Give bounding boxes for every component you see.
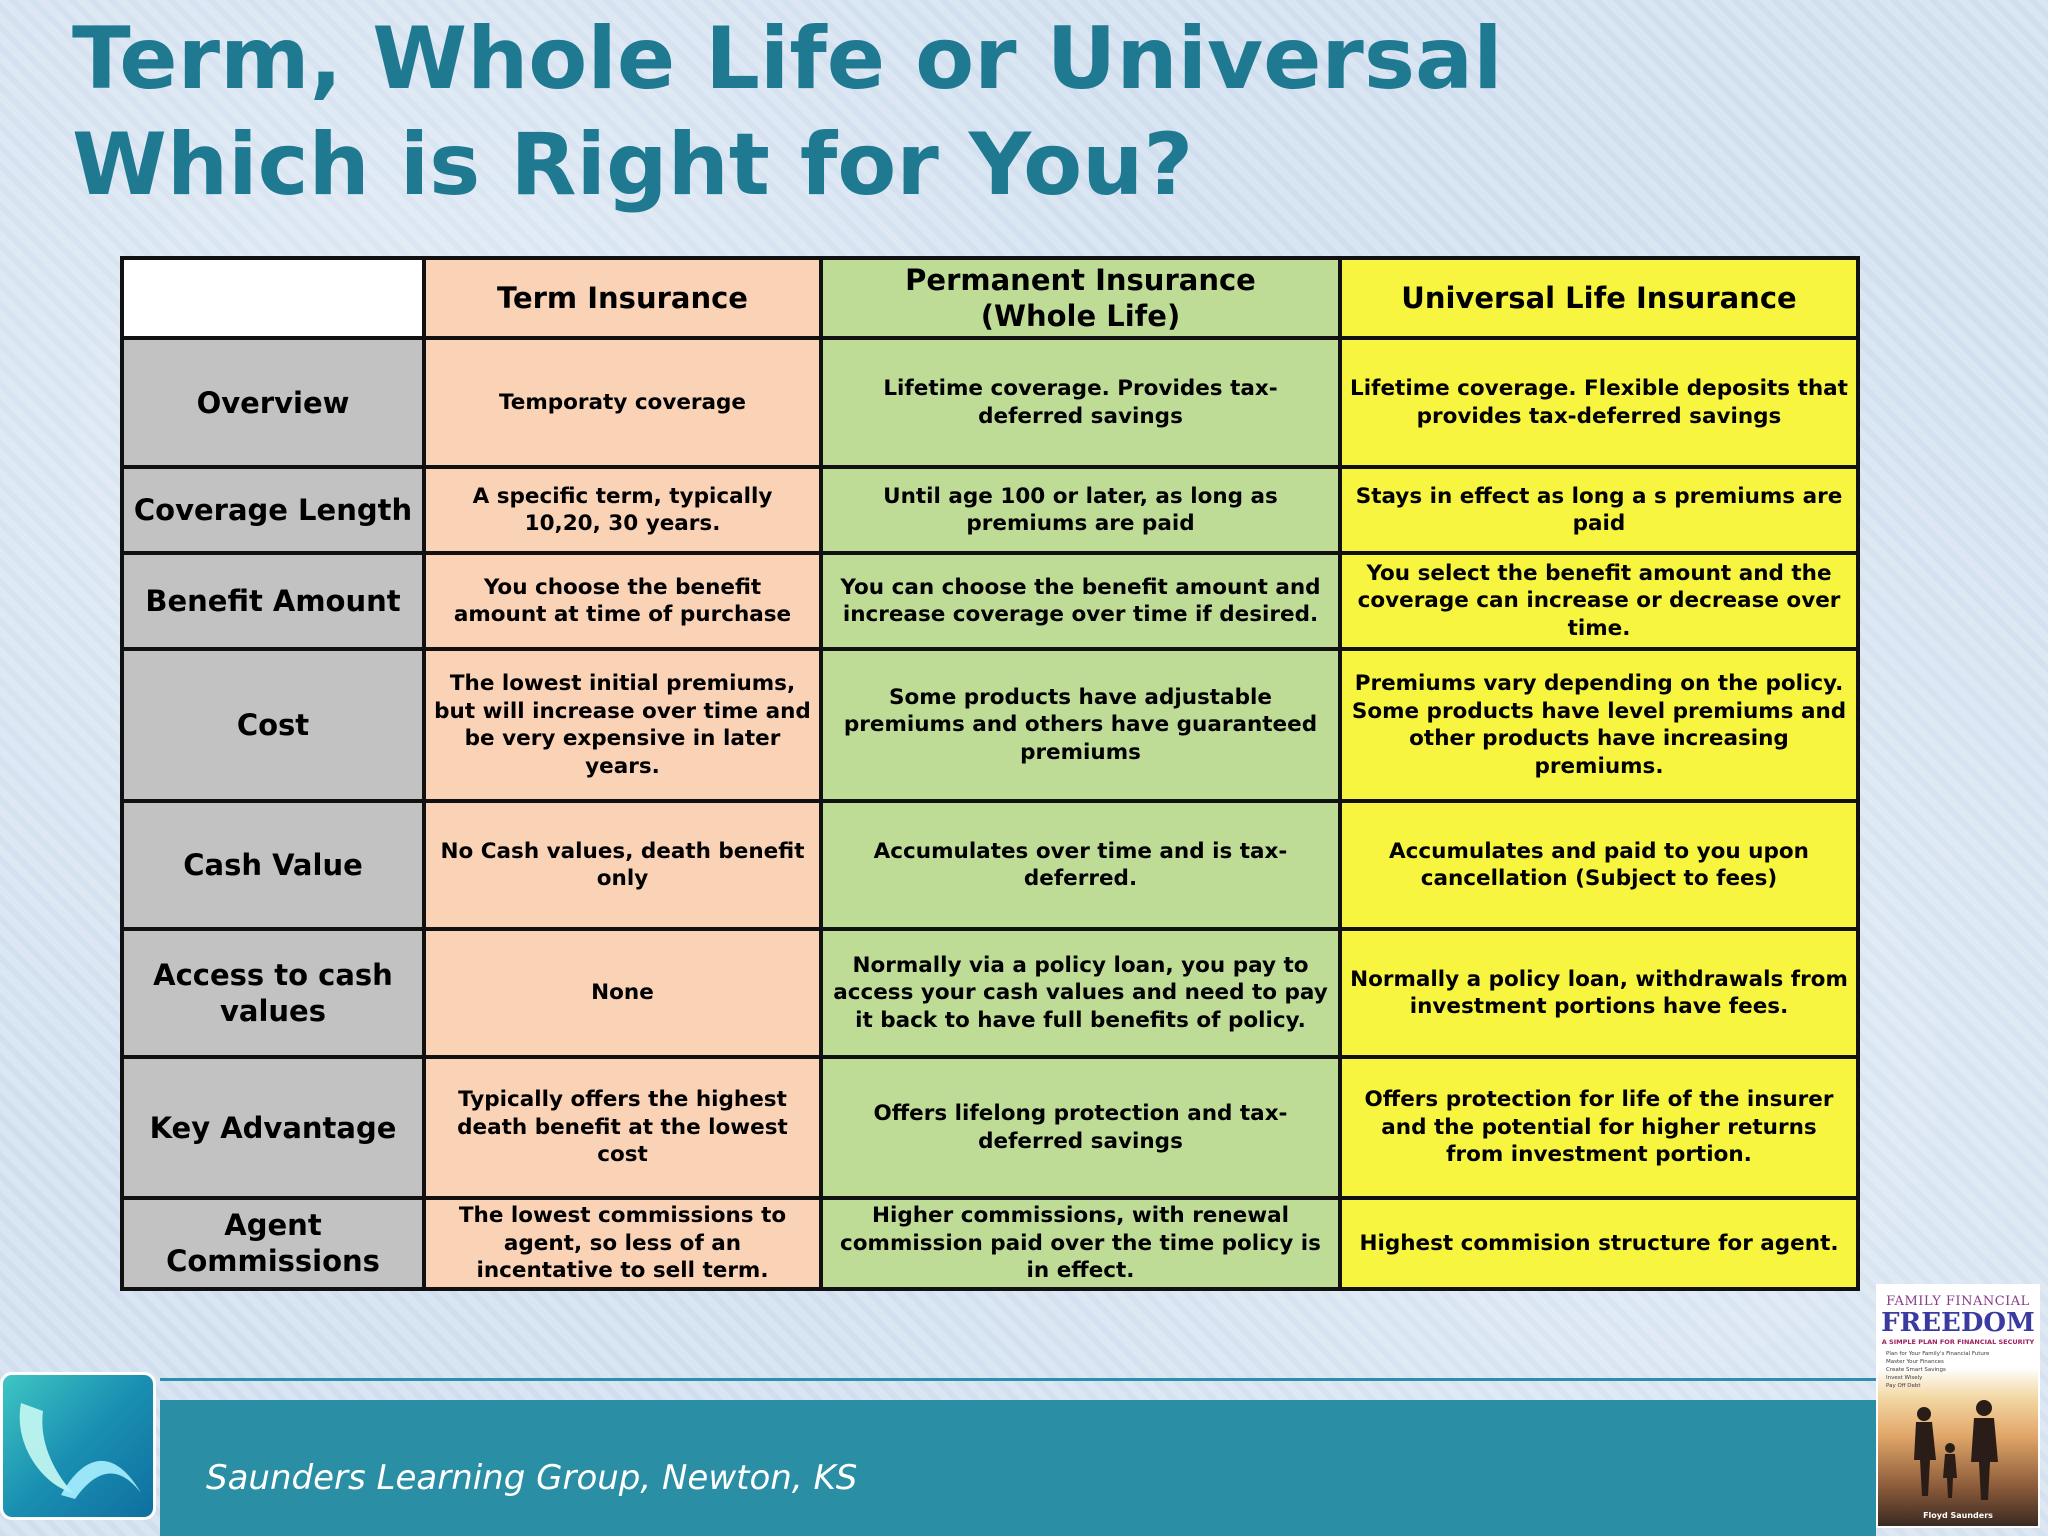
cell-universal: You select the benefit amount and the co… (1338, 551, 1860, 651)
footer-divider (160, 1378, 1876, 1381)
slide-title-line-2: Which is Right for You? (72, 115, 1194, 215)
table-header-row: Term Insurance Permanent Insurance (Whol… (120, 256, 1860, 340)
cell-term: You choose the benefit amount at time of… (422, 551, 823, 651)
cell-whole-life: Some products have adjustable premiums a… (819, 647, 1342, 803)
table-corner-cell (120, 256, 426, 340)
family-silhouette-icon (1914, 1400, 1998, 1500)
cell-universal: Normally a policy loan, withdrawals from… (1338, 927, 1860, 1059)
table-row: Benefit Amount You choose the benefit am… (120, 551, 1860, 651)
slide-title: Term, Whole Life or Universal Which is R… (72, 6, 1503, 218)
cell-term: None (422, 927, 823, 1059)
cell-whole-life: You can choose the benefit amount and in… (819, 551, 1342, 651)
footer-bar (160, 1400, 1876, 1536)
slide-title-line-1: Term, Whole Life or Universal (72, 9, 1503, 109)
cell-term: Temporaty coverage (422, 336, 823, 469)
row-header-cash-value: Cash Value (120, 799, 426, 931)
column-header-term: Term Insurance (422, 256, 823, 340)
swoosh-logo-graphic (19, 1403, 141, 1499)
cell-universal: Stays in effect as long a s premiums are… (1338, 465, 1860, 555)
row-header-agent-commissions: Agent Commissions (120, 1196, 426, 1291)
table-row: Cost The lowest initial premiums, but wi… (120, 647, 1860, 803)
row-header-key-advantage: Key Advantage (120, 1055, 426, 1200)
row-header-overview: Overview (120, 336, 426, 469)
cell-universal: Offers protection for life of the insure… (1338, 1055, 1860, 1200)
cell-whole-life: Higher commissions, with renewal commiss… (819, 1196, 1342, 1291)
column-header-whole-line-2: (Whole Life) (980, 299, 1181, 333)
book-kicker: FAMILY FINANCIAL (1886, 1294, 2030, 1309)
book-title: FREEDOM (1881, 1308, 2035, 1338)
cell-whole-life: Normally via a policy loan, you pay to a… (819, 927, 1342, 1059)
table-row: Key Advantage Typically offers the highe… (120, 1055, 1860, 1200)
book-cover-image: FAMILY FINANCIAL FREEDOM A SIMPLE PLAN F… (1876, 1284, 2040, 1528)
table-row: Coverage Length A specific term, typical… (120, 465, 1860, 555)
cell-whole-life: Until age 100 or later, as long as premi… (819, 465, 1342, 555)
table-row: Access to cash values None Normally via … (120, 927, 1860, 1059)
swoosh-logo-icon (0, 1372, 156, 1520)
cell-term: Typically offers the highest death benef… (422, 1055, 823, 1200)
column-header-whole-line-1: Permanent Insurance (905, 263, 1256, 297)
footer-organization-text: Saunders Learning Group, Newton, KS (206, 1458, 858, 1498)
cell-term: The lowest commissions to agent, so less… (422, 1196, 823, 1291)
cell-term: No Cash values, death benefit only (422, 799, 823, 931)
table-row: Cash Value No Cash values, death benefit… (120, 799, 1860, 931)
column-header-whole-life: Permanent Insurance (Whole Life) (819, 256, 1342, 340)
cell-whole-life: Offers lifelong protection and tax-defer… (819, 1055, 1342, 1200)
cell-whole-life: Accumulates over time and is tax-deferre… (819, 799, 1342, 931)
row-header-coverage-length: Coverage Length (120, 465, 426, 555)
book-tagline: Invest Wisely (1886, 1375, 1923, 1381)
cell-universal: Accumulates and paid to you upon cancell… (1338, 799, 1860, 931)
row-header-access-to-cash-values: Access to cash values (120, 927, 426, 1059)
row-header-benefit-amount: Benefit Amount (120, 551, 426, 651)
book-author: Floyd Saunders (1923, 1511, 1993, 1520)
cell-whole-life: Lifetime coverage. Provides tax-deferred… (819, 336, 1342, 469)
column-header-universal: Universal Life Insurance (1338, 256, 1860, 340)
book-tagline: Pay Off Debt (1886, 1383, 1921, 1389)
book-subtitle: A SIMPLE PLAN FOR FINANCIAL SECURITY (1881, 1338, 2035, 1346)
insurance-comparison-table: Term Insurance Permanent Insurance (Whol… (120, 256, 1860, 1291)
cell-term: The lowest initial premiums, but will in… (422, 647, 823, 803)
book-tagline: Master Your Finances (1886, 1359, 1944, 1365)
cell-universal: Premiums vary depending on the policy. S… (1338, 647, 1860, 803)
book-tagline: Create Smart Savings (1886, 1367, 1946, 1373)
book-tagline: Plan for Your Family's Financial Future (1886, 1351, 1990, 1357)
cell-universal: Highest commision structure for agent. (1338, 1196, 1860, 1291)
table-row: Overview Temporaty coverage Lifetime cov… (120, 336, 1860, 469)
table-row: Agent Commissions The lowest commissions… (120, 1196, 1860, 1291)
cell-universal: Lifetime coverage. Flexible deposits tha… (1338, 336, 1860, 469)
row-header-cost: Cost (120, 647, 426, 803)
book-tagline-list: Plan for Your Family's Financial Future … (1886, 1350, 1996, 1390)
cell-term: A specific term, typically 10,20, 30 yea… (422, 465, 823, 555)
